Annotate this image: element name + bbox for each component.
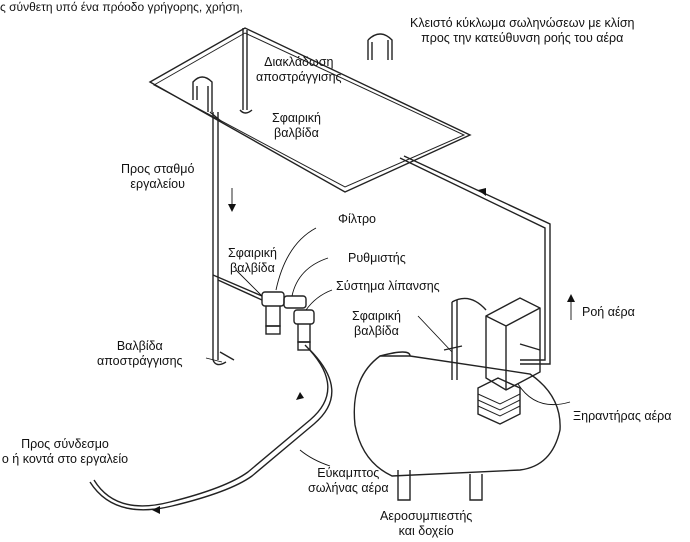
compressor-head xyxy=(477,377,521,425)
air-dryer xyxy=(485,297,541,391)
ball-valve-right-line-2: βαλβίδα xyxy=(354,324,399,338)
compressor-line-2: και δοχείο xyxy=(398,524,454,538)
flexible-hose-label: Εύκαμπτος σωλήνας αέρα xyxy=(308,466,389,496)
flow-arrow-down xyxy=(228,188,236,212)
frl-unit xyxy=(261,291,315,351)
ball-valve-top-line-1: Σφαιρική xyxy=(272,111,321,125)
drain-drop-legs xyxy=(192,28,393,114)
supply-pipe xyxy=(399,155,575,365)
ball-valve-top-line-2: βαλβίδα xyxy=(274,126,319,140)
filter-label: Φίλτρο xyxy=(338,212,377,226)
drain-branch-line-2: αποστράγγισης xyxy=(256,70,342,84)
to-connection-line-2: ο ή κοντά στο εργαλείο xyxy=(1,452,129,466)
to-tool-station-line-1: Προς σταθμό xyxy=(121,162,195,176)
ball-valve-top-icon xyxy=(209,111,223,123)
air-flow-label: Ροή αέρα xyxy=(582,305,635,319)
tool-drop-pipe xyxy=(212,112,263,360)
compressor-line-1: Αεροσυμπιεστής xyxy=(380,509,473,523)
lubricator-label: Σύστημα λίπανσης xyxy=(336,279,440,293)
ball-valve-right-line-1: Σφαιρική xyxy=(352,309,401,323)
ball-valve-mid-label: Σφαιρική βαλβίδα xyxy=(228,246,277,276)
dryer-label: Ξηραντήρας αέρα xyxy=(573,409,672,423)
tank-riser-pipe xyxy=(443,297,487,380)
flexible-hose-line-2: σωλήνας αέρα xyxy=(308,481,389,495)
compressor-label: Αεροσυμπιεστής και δοχείο xyxy=(380,509,472,539)
drain-valve-label: Βαλβίδα αποστράγγισης xyxy=(97,339,183,369)
to-connection-line-1: Προς σύνδεσμο xyxy=(21,437,109,451)
receiver-tank xyxy=(353,351,561,501)
drain-valve-icon xyxy=(212,351,235,366)
closed-loop-label: Κλειστό κύκλωμα σωληνώσεων με κλίση προς… xyxy=(410,16,634,46)
closed-loop-line-2: προς την κατεύθυνση ροής του αέρα xyxy=(421,31,624,45)
flexible-hose-line-1: Εύκαμπτος xyxy=(317,466,380,480)
flexible-hose xyxy=(89,344,333,514)
drain-valve-line-2: αποστράγγισης xyxy=(97,354,183,368)
regulator-label: Ρυθμιστής xyxy=(348,251,406,265)
drain-branch-label: Διακλάδωση αποστράγγισης xyxy=(256,55,342,85)
closed-loop-piping xyxy=(148,27,472,193)
ball-valve-mid-line-2: βαλβίδα xyxy=(230,261,275,275)
ball-valve-mid-line-1: Σφαιρική xyxy=(228,246,277,260)
caption-top: ς σύνθετη υπό ένα πρόοδο γρήγορης, χρήση… xyxy=(0,0,243,14)
drain-valve-line-1: Βαλβίδα xyxy=(116,339,163,353)
closed-loop-line-1: Κλειστό κύκλωμα σωληνώσεων με κλίση xyxy=(410,16,635,30)
drain-branch-line-1: Διακλάδωση xyxy=(264,55,334,69)
ball-valve-right-label: Σφαιρική βαλβίδα xyxy=(352,309,401,339)
to-connection-label: Προς σύνδεσμο ο ή κοντά στο εργαλείο xyxy=(0,437,130,467)
callout-lines xyxy=(205,227,571,467)
to-tool-station-line-2: εργαλείου xyxy=(130,177,185,191)
ball-valve-top-label: Σφαιρική βαλβίδα xyxy=(272,111,321,141)
to-tool-station-label: Προς σταθμό εργαλείου xyxy=(121,162,194,192)
